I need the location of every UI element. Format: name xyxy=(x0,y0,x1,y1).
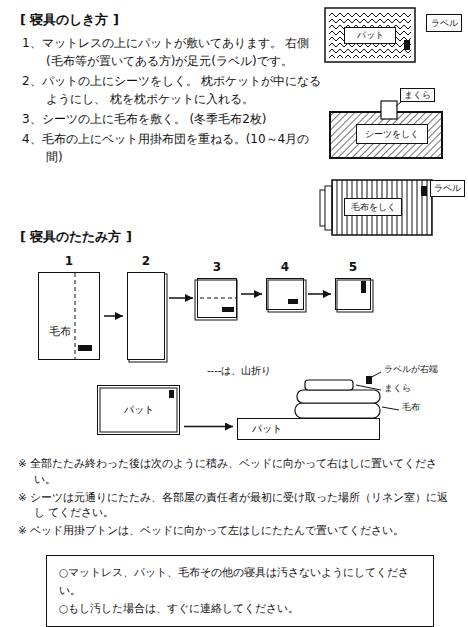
notice-text: ○もし汚した場合は、すぐに連絡してください。 xyxy=(59,600,425,618)
notice-text: ○マットレス、パット、毛布その他の寝具は汚さないようにしてください。 xyxy=(59,564,425,600)
section-heading: [ 寝具のたたみ方 ] xyxy=(20,228,132,246)
box-text: ラベル xyxy=(431,18,458,29)
arrow-connector xyxy=(184,426,233,428)
page-title: [ 寝具のしき方 ] xyxy=(20,10,119,30)
blanket-fold xyxy=(325,186,332,230)
label-box: まくら xyxy=(400,88,435,102)
label-tag xyxy=(421,186,427,196)
label-tag xyxy=(222,307,234,312)
step-number: 1 xyxy=(39,254,99,268)
stack-blanket xyxy=(295,403,380,418)
label-tag xyxy=(288,299,298,304)
fold-step: 5 xyxy=(335,278,371,310)
fold-step: 2 xyxy=(127,272,165,360)
label-tag xyxy=(78,345,92,351)
leader-line xyxy=(396,102,401,106)
blanket-box: 毛布をしく xyxy=(344,198,402,216)
step-text: 毛布 xyxy=(49,325,71,338)
pad-inner-border xyxy=(100,388,177,432)
box-text: まくら xyxy=(404,90,431,101)
fold-legend: ----は、山折り xyxy=(207,363,271,378)
blanket xyxy=(332,180,432,235)
mattress xyxy=(325,8,415,62)
fold-step: 1毛布 xyxy=(38,272,100,360)
leader-line xyxy=(370,372,381,378)
instruction-item: 2、パットの上にシーツをしく。 枕ポケットが中になるようにし、 枕を枕ポケットに… xyxy=(22,72,322,108)
instruction-item: 1、マットレスの上にパットが敷いてあります。 右側(毛布等が置いてある方)が足元… xyxy=(22,34,322,70)
label-box: ラベル xyxy=(430,180,465,197)
mattress-quilting xyxy=(329,12,411,58)
box-text: パット xyxy=(252,423,282,435)
fold-step: 3 xyxy=(197,278,237,318)
step-number: 5 xyxy=(336,260,370,274)
instruction-item: 4、毛布の上にベット用掛布団を重ねる。(10～4月の間) xyxy=(22,130,322,166)
part-label: 毛布 xyxy=(402,401,420,415)
box-text: 毛布をしく xyxy=(351,202,396,213)
folded-layer xyxy=(337,280,373,312)
leader-line xyxy=(382,407,399,410)
label-tag xyxy=(404,40,410,50)
box-text: シーツをしく xyxy=(365,129,419,140)
step-number: 3 xyxy=(198,260,236,274)
box-text: パット xyxy=(124,404,154,416)
folded-layer xyxy=(195,280,237,320)
part-label: ラベルが右端 xyxy=(384,363,438,377)
label-tag xyxy=(169,390,174,398)
arrow-connector xyxy=(169,297,193,299)
leader-line xyxy=(356,385,381,390)
arrow-connector xyxy=(241,293,262,295)
part-label: まくら xyxy=(384,382,411,396)
fold-step: 4 xyxy=(266,278,304,310)
note: ※ 全部たたみ終わった後は次のように積み、ベッドに向かって右はしに置いてください… xyxy=(18,456,458,488)
pad-layer: パット xyxy=(237,418,380,440)
pillow xyxy=(381,101,397,119)
stack-pillow xyxy=(305,380,353,390)
fold-line xyxy=(75,273,76,359)
note: ※ ベッド用掛ブトンは、ベッドに向かって左はしにたたんで置いてください。 xyxy=(18,523,458,539)
box-text: パット xyxy=(357,30,384,41)
label-tag xyxy=(361,281,366,293)
notice-box: ○マットレス、パット、毛布その他の寝具は汚さないようにしてください。○もし汚した… xyxy=(46,555,434,627)
sheet-box: シーツをしく xyxy=(356,124,428,144)
step-number: 2 xyxy=(128,254,164,268)
label-box: ラベル xyxy=(426,14,462,32)
arrow-connector xyxy=(308,293,331,295)
stack-blanket xyxy=(297,390,380,403)
fold-line xyxy=(200,298,237,299)
note: ※ シーツは元通りにたたみ、各部屋の責任者が最初に受け取った場所（リネン室）に返… xyxy=(18,490,458,522)
arrow-connector xyxy=(104,315,123,317)
step-number: 4 xyxy=(267,260,303,274)
folded-layer xyxy=(268,280,306,312)
box-text: ラベル xyxy=(434,183,461,194)
pad-box: パット xyxy=(97,385,180,435)
instruction-item: 3、シーツの上に毛布を敷く。 (冬季毛布2枚) xyxy=(22,110,322,128)
label-box: パット xyxy=(344,27,396,44)
